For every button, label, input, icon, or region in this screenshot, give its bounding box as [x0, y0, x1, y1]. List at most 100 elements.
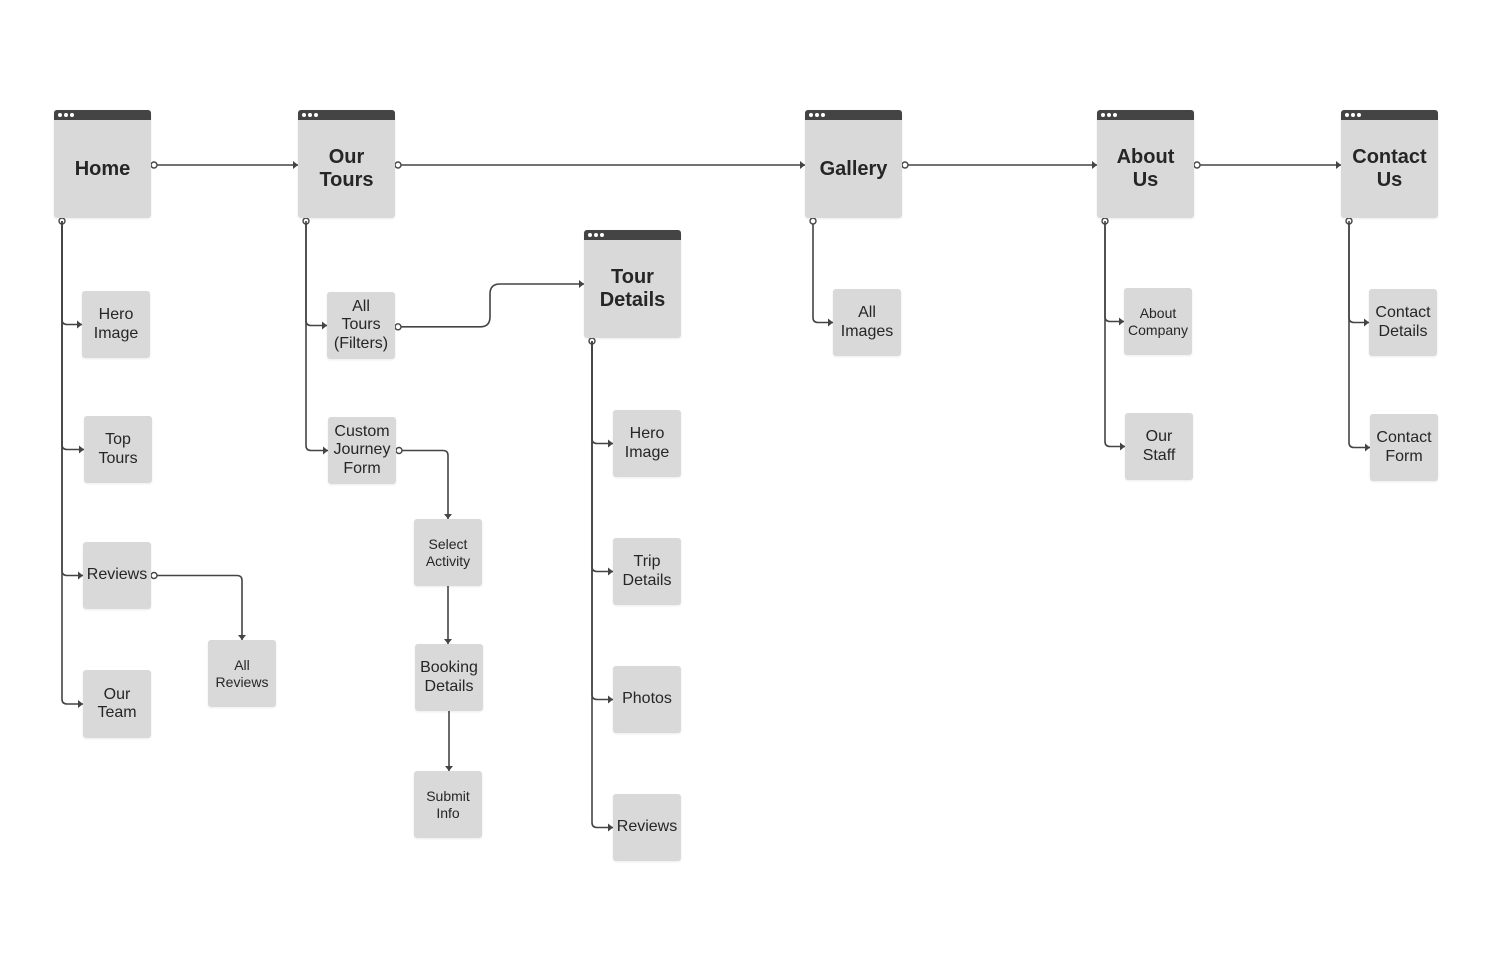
section-node-home-top-tours[interactable]: Top Tours: [84, 416, 152, 483]
connector-arrow-icon: [78, 571, 83, 580]
node-label: Reviews: [616, 818, 678, 836]
connector-gallery-to-gallery-all-images: [812, 221, 833, 324]
connector-arrow-icon: [444, 514, 452, 519]
section-node-details-trip-details[interactable]: Trip Details: [613, 538, 681, 605]
node-label: Our Team: [97, 685, 137, 721]
connector-start-dot: [395, 446, 403, 455]
node-label: Photos: [622, 690, 672, 708]
connector-tour-details-to-details-photos: [591, 341, 613, 701]
node-label: All Images: [840, 304, 894, 340]
connector-arrow-icon: [608, 695, 613, 704]
section-node-about-company[interactable]: About Company: [1124, 288, 1192, 355]
connector-our-tours-to-tours-custom-journey: [305, 221, 328, 452]
connector-arrow-icon: [322, 321, 327, 330]
connector-contact-us-to-contact-form: [1348, 221, 1370, 449]
connector-start-dot: [1193, 161, 1201, 169]
connector-arrow-icon: [79, 445, 84, 454]
window-dots-icon: [809, 113, 825, 117]
connector-arrow-icon: [78, 700, 83, 708]
browser-window-header: [1097, 110, 1194, 120]
browser-window-header: [54, 110, 151, 120]
node-label: Tour Details: [599, 266, 666, 311]
connector-tour-details-to-details-hero-image: [591, 341, 613, 445]
connector-about-us-to-about-our-staff: [1104, 221, 1125, 448]
node-label: Hero Image: [93, 306, 139, 342]
browser-window-header: [298, 110, 395, 120]
page-node-home[interactable]: Home: [54, 110, 151, 218]
node-label: Contact Form: [1376, 429, 1432, 465]
section-node-select-activity[interactable]: Select Activity: [414, 519, 482, 586]
connector-arrow-icon: [1120, 442, 1125, 451]
section-node-about-our-staff[interactable]: Our Staff: [1125, 413, 1193, 480]
node-label: Reviews: [86, 566, 148, 584]
section-node-booking-details[interactable]: Booking Details: [415, 644, 483, 711]
window-dots-icon: [302, 113, 318, 117]
node-label: About Company: [1128, 305, 1188, 338]
browser-window-header: [584, 230, 681, 240]
node-label: Hero Image: [624, 425, 670, 461]
connector-tours-custom-journey-to-select-activity: [399, 449, 449, 519]
node-label: Contact Details: [1375, 304, 1431, 340]
section-node-details-reviews[interactable]: Reviews: [613, 794, 681, 861]
connector-tour-details-to-details-trip-details: [591, 341, 613, 573]
section-node-contact-form[interactable]: Contact Form: [1370, 414, 1438, 481]
section-node-home-reviews[interactable]: Reviews: [83, 542, 151, 609]
connector-arrow-icon: [1365, 443, 1370, 452]
window-dots-icon: [58, 113, 74, 117]
connector-arrow-icon: [77, 320, 82, 329]
node-label: Our Tours: [319, 146, 374, 191]
connector-about-us-to-about-company: [1104, 221, 1124, 323]
section-node-gallery-all-images[interactable]: All Images: [833, 289, 901, 356]
node-label: Gallery: [819, 157, 888, 180]
connector-arrow-icon: [293, 161, 298, 169]
connector-tours-all-tours-to-tour-details: [398, 283, 584, 328]
page-node-our-tours[interactable]: Our Tours: [298, 110, 395, 218]
window-dots-icon: [1345, 113, 1361, 117]
connector-home-to-home-reviews: [61, 221, 83, 577]
connector-arrow-icon: [608, 567, 613, 576]
section-node-home-hero-image[interactable]: Hero Image: [82, 291, 150, 358]
connector-arrow-icon: [579, 280, 584, 288]
connector-arrow-icon: [444, 639, 452, 644]
node-label: Booking Details: [420, 659, 478, 695]
section-node-details-photos[interactable]: Photos: [613, 666, 681, 733]
node-label: All Tours (Filters): [333, 297, 389, 352]
node-label: About Us: [1116, 146, 1175, 191]
connector-arrow-icon: [608, 823, 613, 832]
connector-arrow-icon: [323, 446, 328, 455]
connector-start-dot: [150, 571, 158, 580]
connector-tour-details-to-details-reviews: [591, 341, 613, 829]
section-node-details-hero-image[interactable]: Hero Image: [613, 410, 681, 477]
connector-arrow-icon: [238, 635, 246, 640]
page-node-contact-us[interactable]: Contact Us: [1341, 110, 1438, 218]
node-label: Submit Info: [426, 788, 470, 821]
connector-arrow-icon: [1119, 317, 1124, 326]
section-node-submit-info[interactable]: Submit Info: [414, 771, 482, 838]
connector-start-dot: [809, 217, 817, 225]
connector-arrow-icon: [828, 318, 833, 327]
section-node-home-all-reviews[interactable]: All Reviews: [208, 640, 276, 707]
section-node-home-our-team[interactable]: Our Team: [83, 670, 151, 738]
connector-start-dot: [394, 323, 402, 331]
connector-start-dot: [394, 161, 402, 169]
window-dots-icon: [588, 233, 604, 237]
connector-arrow-icon: [445, 766, 453, 771]
browser-window-header: [1341, 110, 1438, 120]
page-node-tour-details[interactable]: Tour Details: [584, 230, 681, 338]
section-node-tours-all-tours[interactable]: All Tours (Filters): [327, 292, 395, 359]
connector-contact-us-to-contact-details: [1348, 221, 1369, 324]
connector-our-tours-to-tours-all-tours: [305, 221, 327, 327]
page-node-about-us[interactable]: About Us: [1097, 110, 1194, 218]
connector-arrow-icon: [1336, 161, 1341, 169]
browser-window-header: [805, 110, 902, 120]
node-label: Select Activity: [425, 536, 471, 569]
section-node-tours-custom-journey[interactable]: Custom Journey Form: [328, 417, 396, 484]
page-node-gallery[interactable]: Gallery: [805, 110, 902, 218]
node-label: Top Tours: [98, 431, 138, 467]
node-label: Home: [74, 157, 131, 180]
node-label: All Reviews: [215, 657, 269, 690]
section-node-contact-details[interactable]: Contact Details: [1369, 289, 1437, 356]
connector-arrow-icon: [1092, 161, 1097, 169]
connector-home-to-home-top-tours: [61, 221, 84, 451]
